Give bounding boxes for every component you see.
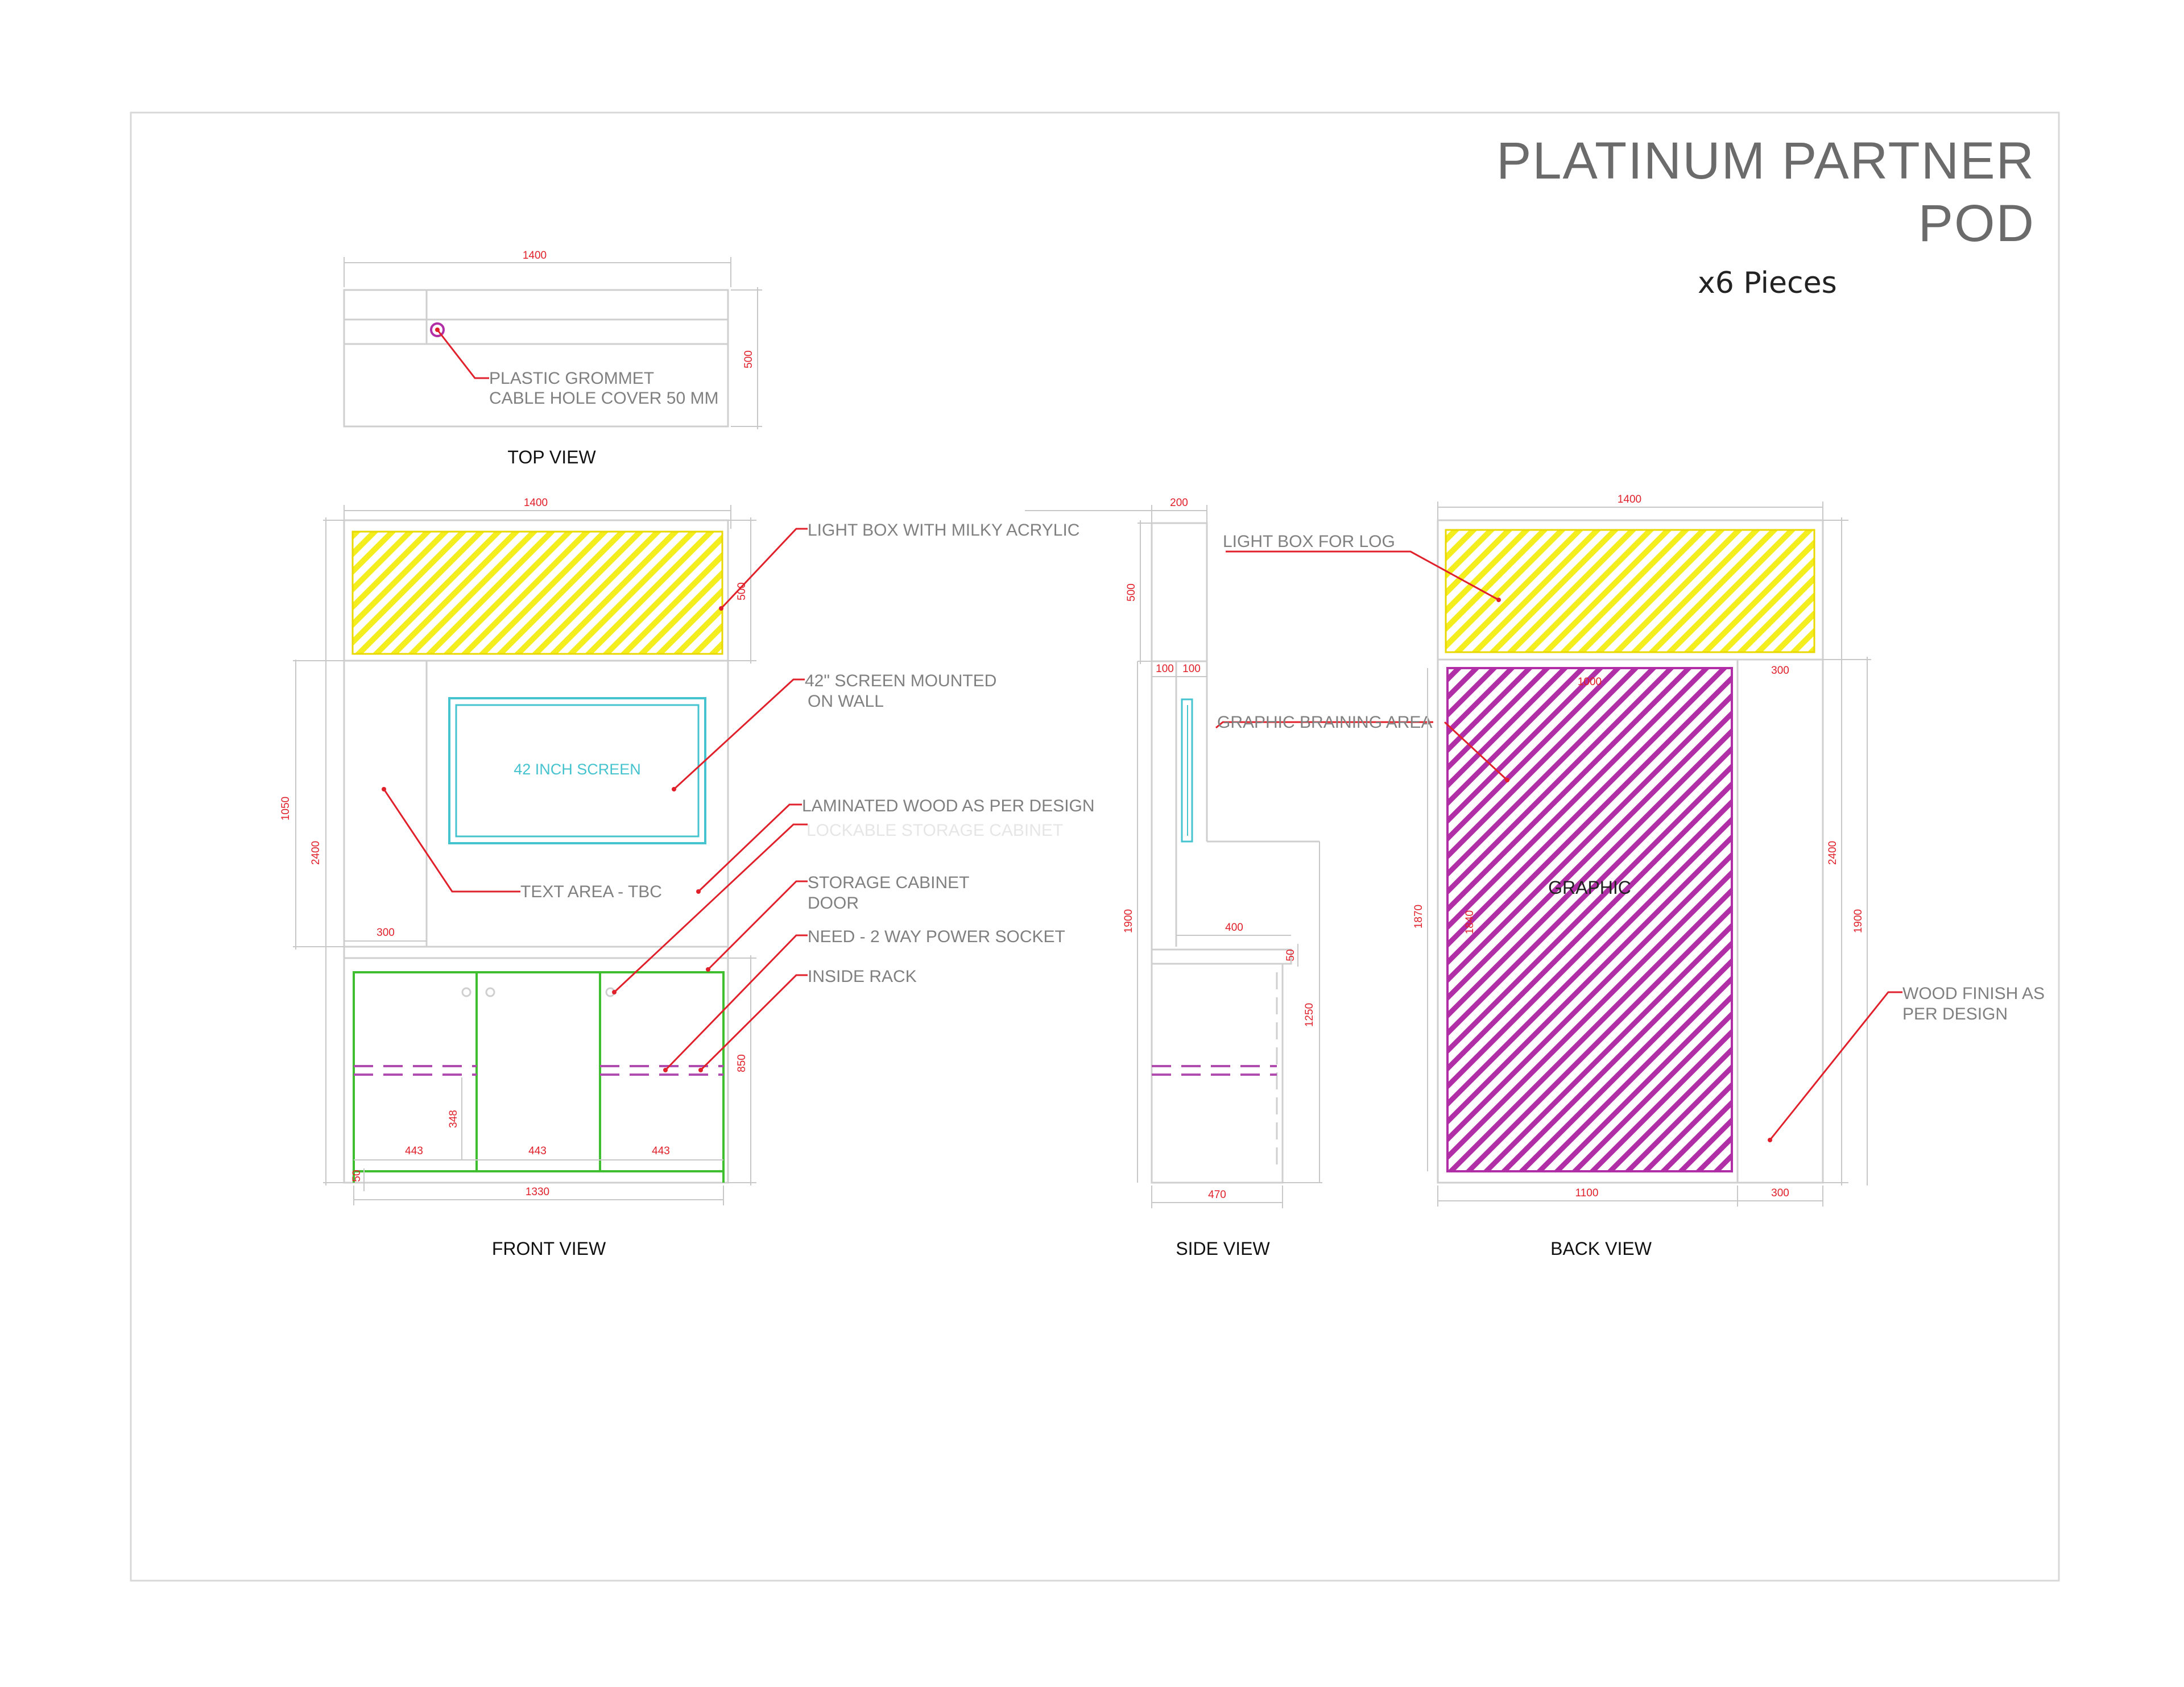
title-line-2: POD <box>1918 194 2035 252</box>
view-title-top: TOP VIEW <box>507 447 596 467</box>
dim-front-443b: 443 <box>528 1145 547 1157</box>
dim-front-width: 1400 <box>524 497 548 509</box>
front-cabinet <box>353 971 725 1172</box>
label-graphic-area: GRAPHIC BRAINING AREA <box>1217 713 1432 732</box>
dim-front-850: 850 <box>736 1054 748 1072</box>
dim-front-2400: 2400 <box>310 841 322 865</box>
front-view: 1400 42 INCH SCREEN 1050 240 <box>280 497 1095 1259</box>
label-screen-1: 42" SCREEN MOUNTED <box>805 672 996 690</box>
screen-inside-label: 42 INCH SCREEN <box>514 761 641 778</box>
dim-side-500: 500 <box>1126 583 1138 602</box>
label-rack: INSIDE RACK <box>808 967 917 986</box>
label-screen-2: ON WALL <box>808 692 884 711</box>
dim-front-1330: 1330 <box>526 1186 549 1198</box>
dim-front-light-box: 500 <box>736 582 748 600</box>
dim-front-348: 348 <box>448 1110 460 1128</box>
dim-front-300: 300 <box>377 927 395 939</box>
graphic-label: GRAPHIC <box>1548 877 1631 898</box>
dim-side-470: 470 <box>1208 1189 1226 1201</box>
dim-back-300a: 300 <box>1771 665 1789 677</box>
dim-side-1250: 1250 <box>1304 1003 1316 1027</box>
side-view: 200 500 100 100 1900 400 50 1250 <box>1025 497 1433 1259</box>
label-cabinet-door-1: STORAGE CABINET <box>808 873 970 892</box>
dim-side-100a: 100 <box>1156 663 1174 675</box>
dim-back-1840: 1840 <box>1464 910 1476 934</box>
label-text-area: TEXT AREA - TBC <box>520 882 662 901</box>
dim-side-50: 50 <box>1285 949 1297 961</box>
dim-front-1050: 1050 <box>280 797 292 820</box>
view-title-front: FRONT VIEW <box>492 1238 606 1259</box>
label-grommet-1: PLASTIC GROMMET <box>489 369 654 388</box>
dim-side-100b: 100 <box>1182 663 1201 675</box>
view-title-side: SIDE VIEW <box>1176 1238 1270 1259</box>
label-light-box-log: LIGHT BOX FOR LOG <box>1223 532 1395 551</box>
dim-back-1400: 1400 <box>1618 494 1641 505</box>
dim-top-depth: 500 <box>743 350 755 368</box>
label-grommet-2: CABLE HOLE COVER 50 MM <box>489 389 718 408</box>
dim-back-1900: 1900 <box>1852 909 1864 933</box>
side-screen <box>1181 698 1193 843</box>
title-line-1: PLATINUM PARTNER <box>1496 132 2035 190</box>
label-laminated: LAMINATED WOOD AS PER DESIGN <box>802 797 1095 815</box>
dim-front-50: 50 <box>351 1170 363 1182</box>
dim-back-1000: 1000 <box>1578 676 1602 688</box>
quantity-note: x6 Pieces <box>1698 266 1837 300</box>
dim-front-443a: 443 <box>405 1145 423 1157</box>
label-lockable: LOCKABLE STORAGE CABINET <box>806 821 1063 840</box>
view-title-back: BACK VIEW <box>1550 1238 1652 1259</box>
front-light-box <box>351 530 723 655</box>
dim-back-1870: 1870 <box>1413 905 1425 929</box>
grommet-icon <box>430 322 445 337</box>
dim-top-width: 1400 <box>523 250 547 262</box>
dim-back-1100: 1100 <box>1575 1187 1599 1199</box>
dim-side-400: 400 <box>1225 922 1243 934</box>
dim-side-1900: 1900 <box>1123 909 1135 933</box>
top-view: 1400 500 PLASTIC GROMMET CABLE HOLE COVE… <box>343 250 762 467</box>
label-light-box: LIGHT BOX WITH MILKY ACRYLIC <box>808 521 1079 540</box>
label-power: NEED - 2 WAY POWER SOCKET <box>808 927 1065 946</box>
back-graphic <box>1446 667 1733 1172</box>
label-cabinet-door-2: DOOR <box>808 894 859 913</box>
dim-back-300b: 300 <box>1771 1187 1789 1199</box>
dim-front-443c: 443 <box>652 1145 670 1157</box>
dim-side-200: 200 <box>1170 497 1188 509</box>
sheet-border <box>130 111 2060 1582</box>
front-screen <box>448 697 706 844</box>
dim-back-2400: 2400 <box>1827 841 1839 865</box>
back-view: 1400 GRAPHIC 1000 300 1870 1840 2400 190… <box>1223 494 2045 1259</box>
back-light-box <box>1445 529 1815 653</box>
label-wood-finish-1: WOOD FINISH AS <box>1902 984 2045 1003</box>
label-wood-finish-2: PER DESIGN <box>1902 1005 2008 1023</box>
